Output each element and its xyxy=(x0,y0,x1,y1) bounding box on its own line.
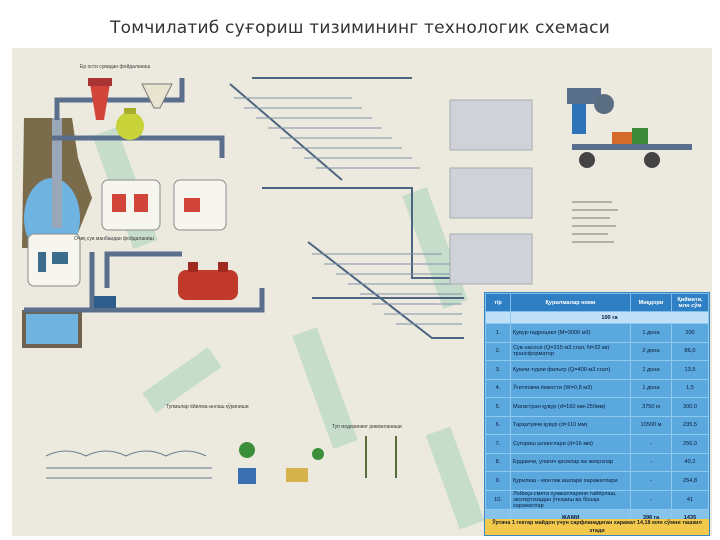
callout-devices xyxy=(38,194,200,272)
row-qty: 10500 м xyxy=(630,415,672,435)
row-qty: - xyxy=(630,471,672,491)
irrigation-scheme-diagram xyxy=(22,77,692,530)
row-value: 86,0 xyxy=(671,341,709,361)
table-row: 9.Қурилиш - монтаж ишлари харажатлари-25… xyxy=(485,471,709,491)
label-groundwater: Ер ости сувидан фойдаланиш xyxy=(80,64,151,70)
row-name: Қувур-гидроцикл (М=3000 м3) xyxy=(510,323,631,343)
row-name: Ўғитловчи ёмкости (W=0,8 м3) xyxy=(510,378,631,398)
th-value: Қиймати, млн сўм xyxy=(671,293,709,312)
funnel-icon xyxy=(141,83,173,109)
surface-water xyxy=(22,310,82,348)
filter-tank-icon xyxy=(178,262,238,300)
label-surfacewater: Очиқ сув манбаидан фойдаланиш xyxy=(74,236,154,242)
machine-legend xyxy=(572,201,618,243)
table-row: 5.Магистрал қувур (d=160 мм-250мм)3750 м… xyxy=(485,397,709,417)
row-value: 300,0 xyxy=(671,397,709,417)
row-qty: 1 дона xyxy=(630,378,672,398)
page-title: Томчилатиб суғориш тизимининг технологик… xyxy=(110,18,610,38)
table-row: 3.Қумли-турли фильтр (Q=400 м3 соат)1 до… xyxy=(485,360,709,380)
table-row: 7.Суғориш шланглари (d=16 мм)-256,0 xyxy=(485,434,709,454)
row-value: 40,2 xyxy=(671,452,709,472)
row-number: 8. xyxy=(485,452,511,472)
main-pipes xyxy=(24,78,265,313)
plant-icon xyxy=(238,436,397,484)
layout-scheme-drawing xyxy=(45,450,212,479)
row-number: 5. xyxy=(485,397,511,417)
row-qty: 1 дона xyxy=(630,360,672,380)
row-value: 41 xyxy=(671,489,709,510)
row-value: 254,8 xyxy=(671,471,709,491)
row-number: 9. xyxy=(485,471,511,491)
th-name: Қурилмалар номи xyxy=(510,293,631,312)
row-name: Қумли-турли фильтр (Q=400 м3 соат) xyxy=(510,360,631,380)
row-qty: 3750 м xyxy=(630,397,672,417)
row-qty: - xyxy=(630,452,672,472)
row-name: Суғориш шланглари (d=16 мм) xyxy=(510,434,631,454)
table-subheader: 100 га xyxy=(510,311,709,324)
row-number: 10. xyxy=(485,489,511,510)
row-name: Магистрал қувур (d=160 мм-250мм) xyxy=(510,397,631,417)
row-qty: 1 дона xyxy=(630,323,672,343)
label-layout-scheme: Тупмалар ёйилма-анлаш кўриниши xyxy=(166,404,249,410)
drip-lines xyxy=(234,97,462,325)
row-number: 7. xyxy=(485,434,511,454)
table-row: 2.Сув насоси (Q=315 м3 соат, N=32 кв) тр… xyxy=(485,341,709,361)
row-number: 6. xyxy=(485,415,511,435)
hydrocyclone-icon xyxy=(88,78,112,120)
row-value: 1,5 xyxy=(671,378,709,398)
table-row: 10.Лойиҳа-смета хужжатларини тайёрлаш, э… xyxy=(485,489,709,510)
row-number: 2. xyxy=(485,341,511,361)
row-number: 3. xyxy=(485,360,511,380)
row-value: 13,5 xyxy=(671,360,709,380)
row-qty: - xyxy=(630,489,672,510)
row-name: Тарқатувчи қувур (d=110 мм) xyxy=(510,415,631,435)
row-number: 1. xyxy=(485,323,511,343)
row-value: 256,0 xyxy=(671,434,709,454)
row-qty: - xyxy=(630,434,672,454)
row-qty: 2 дона xyxy=(630,341,672,361)
row-value: 235,5 xyxy=(671,415,709,435)
table-row: 8.Ердамчи, улагич қисмлар ва жиҳозлар-40… xyxy=(485,452,709,472)
row-name: Лойиҳа-смета хужжатларини тайёрлаш, эксп… xyxy=(510,489,631,510)
row-name: Сув насоси (Q=315 м3 соат, N=32 кв) тран… xyxy=(510,341,631,361)
row-value: 200 xyxy=(671,323,709,343)
row-name: Қурилиш - монтаж ишлари харажатлари xyxy=(510,471,631,491)
tractor-machine-icon xyxy=(567,88,692,168)
th-qty: Миқдори xyxy=(630,293,672,312)
table-footer-note: Ўртача 1 гектар майдон учун сарфланадига… xyxy=(485,519,709,535)
cost-table: т/р Қурилмалар номи Миқдори Қиймати, млн… xyxy=(484,292,710,536)
row-number: 4. xyxy=(485,378,511,398)
row-name: Ердамчи, улагич қисмлар ва жиҳозлар xyxy=(510,452,631,472)
field-plots xyxy=(449,99,533,285)
fertilizer-tank-icon xyxy=(116,108,144,140)
label-plant-scheme: Туп илдизининг ривожланиши xyxy=(332,424,402,430)
th-number: т/р xyxy=(485,293,511,312)
